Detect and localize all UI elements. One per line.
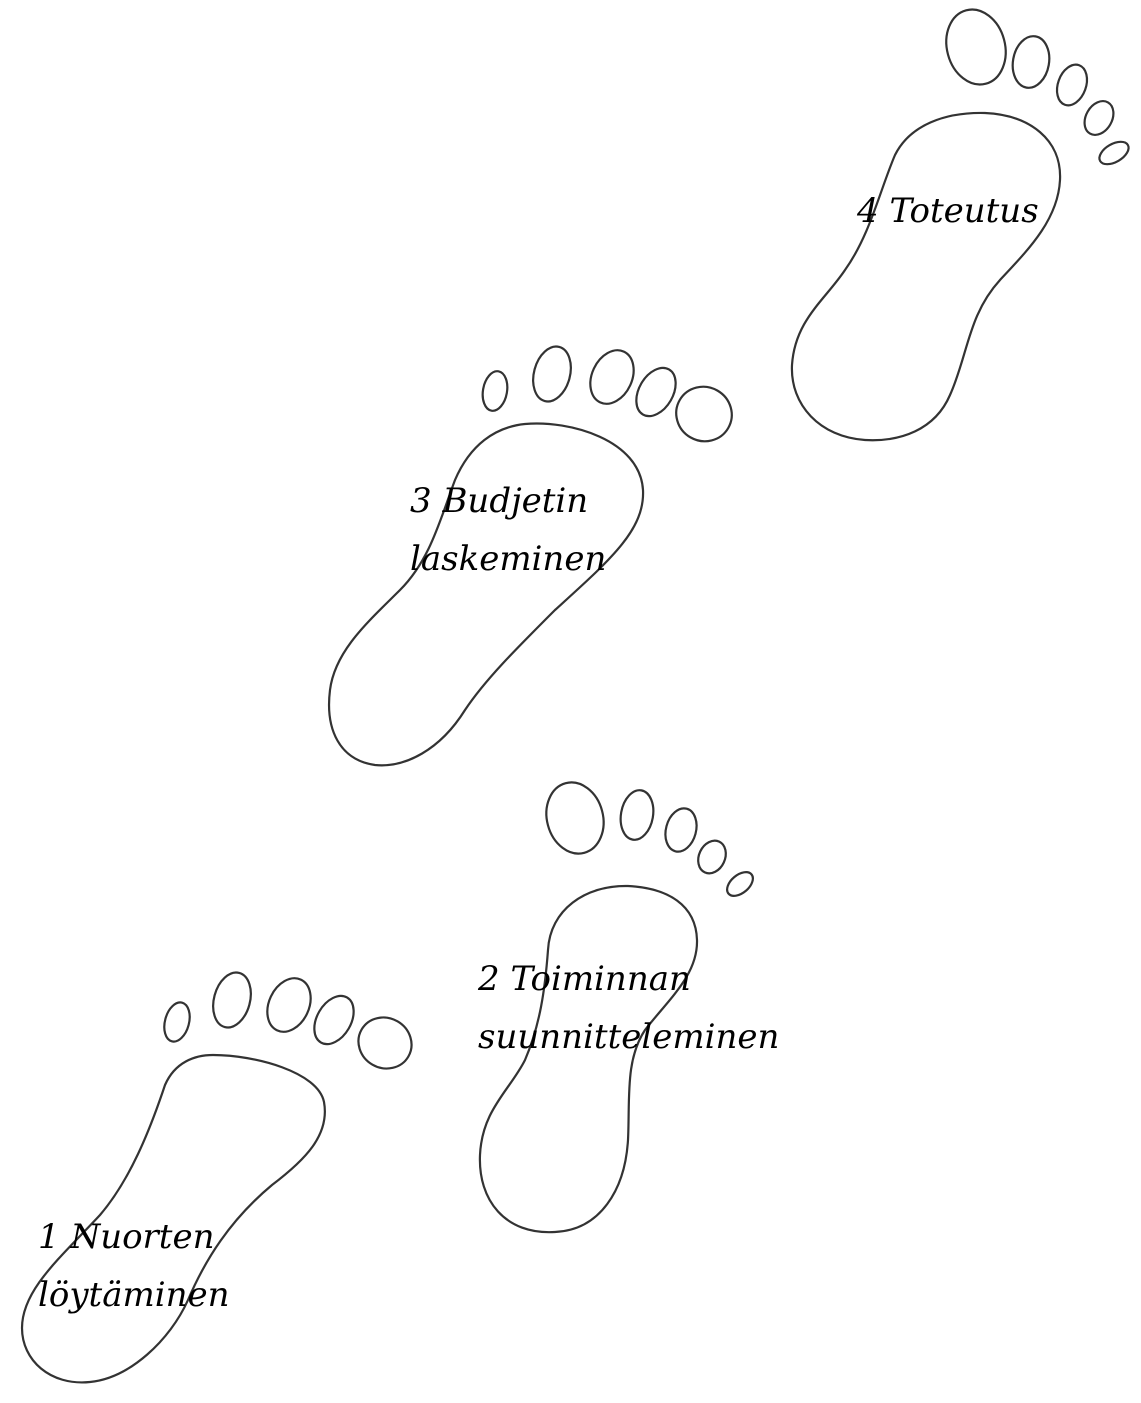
footprint-1-toe-3 xyxy=(259,971,319,1039)
footprint-2-toe-1 xyxy=(539,776,612,860)
step-2-label-line-1: 2 Toiminnan xyxy=(478,950,779,1008)
step-3-label-line-2: laskeminen xyxy=(410,530,606,588)
footprint-1-toe-2 xyxy=(207,968,256,1031)
footprint-2-toe-4 xyxy=(693,836,731,878)
footprint-3-toe-2 xyxy=(527,342,576,405)
footprint-1-toe-5 xyxy=(349,1008,421,1078)
footprint-1-toe-4 xyxy=(306,989,361,1051)
footprint-2-toe-5 xyxy=(723,867,758,900)
footprint-4-toe-5 xyxy=(1096,137,1133,169)
step-2-label: 2 Toiminnan suunnitteleminen xyxy=(478,950,779,1066)
step-1-label-line-2: löytäminen xyxy=(38,1266,230,1324)
footprint-2-toe-3 xyxy=(661,805,701,855)
footprint-4-toe-2 xyxy=(1009,33,1053,90)
step-1-label: 1 Nuorten löytäminen xyxy=(38,1208,230,1324)
footprint-1-toe-1 xyxy=(160,1000,194,1045)
step-1-label-line-1: 1 Nuorten xyxy=(38,1208,230,1266)
step-3-label: 3 Budjetin laskeminen xyxy=(410,472,606,588)
footprint-3-toe-3 xyxy=(582,343,642,411)
footprint-3-toe-5 xyxy=(666,377,741,452)
footprint-4-toe-3 xyxy=(1052,60,1093,109)
footprint-3-toe-1 xyxy=(480,369,511,413)
footprint-4-toe-1 xyxy=(938,3,1014,91)
footprint-2-toe-2 xyxy=(617,788,657,843)
step-2-label-line-2: suunnitteleminen xyxy=(478,1008,779,1066)
step-4-label: 4 Toteutus xyxy=(857,182,1039,240)
step-4-label-line-1: 4 Toteutus xyxy=(857,182,1039,240)
step-3-label-line-1: 3 Budjetin xyxy=(410,472,606,530)
footprint-4-toe-4 xyxy=(1079,96,1120,140)
footprint-4-sole xyxy=(792,113,1060,440)
